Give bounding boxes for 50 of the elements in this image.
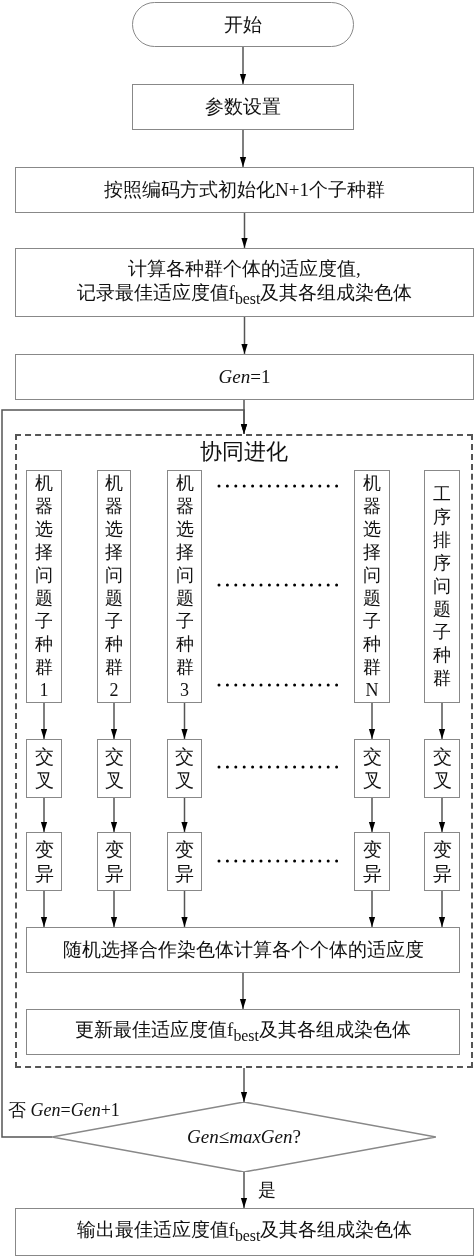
process-box: 交叉 <box>424 739 460 798</box>
subpopulation-box: 机器选择问题子种群3 <box>167 470 202 703</box>
process-box: 变异 <box>354 832 390 891</box>
arrow <box>181 890 188 928</box>
arrow <box>240 1067 248 1103</box>
subpopulation-box: 机器选择问题子种群N <box>354 470 390 703</box>
arrow <box>438 702 446 740</box>
arrow <box>40 890 48 928</box>
process-box: 变异 <box>26 832 62 891</box>
arrow <box>40 702 48 740</box>
subpopulation-box: 机器选择问题子种群2 <box>97 470 131 703</box>
process-box: 交叉 <box>97 739 131 798</box>
process-box: 更新最佳适应度值f$_{best}$及其各组成染色体 <box>26 1009 460 1055</box>
start-terminal: 开始 <box>132 2 354 47</box>
process-box: 计算各种群个体的适应度值, 记录最佳适应度值f$_{best}$及其各组成染色体 <box>15 248 474 317</box>
process-box: 变异 <box>424 832 460 891</box>
process-box: 参数设置 <box>132 84 354 130</box>
arrow <box>241 316 248 355</box>
arrow <box>239 129 247 168</box>
process-box: 变异 <box>97 832 131 891</box>
arrow <box>110 797 118 833</box>
process-box: 交叉 <box>26 739 62 798</box>
subpopulation-box: 机器选择问题子种群1 <box>26 470 62 703</box>
arrow <box>110 890 118 928</box>
arrow <box>239 972 247 1010</box>
arrow <box>368 797 376 833</box>
condition-text: Gen≤maxGen? <box>187 1125 301 1149</box>
coevolution-group <box>15 434 473 1068</box>
arrow <box>40 797 48 833</box>
arrow <box>239 46 247 85</box>
arrow <box>368 702 376 740</box>
process-box: 按照编码方式初始化N+1个子种群 <box>15 167 474 213</box>
process-box: 输出最佳适应度值f$_{best}$及其各组成染色体 <box>15 1208 474 1256</box>
process-box: 交叉 <box>167 739 202 798</box>
arrow <box>368 890 376 928</box>
process-box: 交叉 <box>354 739 390 798</box>
arrow <box>1 409 248 1138</box>
arrow <box>181 797 188 833</box>
arrow <box>110 702 118 740</box>
process-box: Gen=1 <box>15 354 474 400</box>
arrow <box>240 1171 248 1209</box>
process-box: 变异 <box>167 832 202 891</box>
arrow <box>438 890 446 928</box>
arrow <box>181 702 188 740</box>
edge-label: 是 <box>256 1178 278 1202</box>
group-heading: 协同进化 <box>200 438 288 466</box>
arrow <box>241 212 248 249</box>
arrow <box>438 797 446 833</box>
subpopulation-box: 工序排序问题子种群 <box>424 470 460 703</box>
process-box: 随机选择合作染色体计算各个个体的适应度 <box>26 927 460 973</box>
